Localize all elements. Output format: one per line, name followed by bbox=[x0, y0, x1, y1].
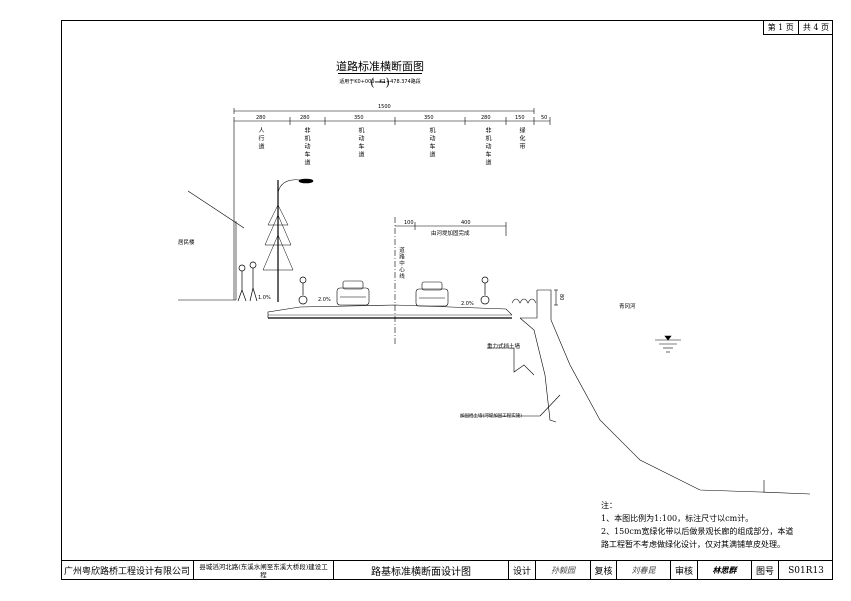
title-block: 广州粤欣路桥工程设计有限公司 县城滔河北路(东溪水闸至东溪大桥段)建设工程 路基… bbox=[61, 560, 833, 580]
lane-label-2: 非机动车道 bbox=[303, 127, 310, 167]
retaining-wall-label: 重力式挡土墙 bbox=[487, 344, 521, 350]
drawing-title: 道路标准横断面图(一) bbox=[336, 60, 424, 89]
note-2: 2、150cm宽绿化带以后做景观长廊的组成部分，本道路工程暂不考虑做绿化设计，仅… bbox=[601, 527, 794, 549]
retaining-wall-back bbox=[519, 317, 557, 423]
car-right bbox=[415, 281, 449, 307]
shrubs bbox=[511, 298, 537, 304]
embankment-label: 加固挡土墙(河堤加固工程实施) bbox=[460, 414, 523, 419]
building-roof bbox=[187, 190, 245, 229]
note-1: 1、本图比例为1:100，标注尺寸以cm计。 bbox=[601, 514, 754, 523]
page-info: 第 1 页 共 4 页 bbox=[762, 21, 833, 35]
street-lamp-arm bbox=[277, 179, 301, 193]
road-surface bbox=[267, 304, 513, 318]
review-signature: 刘春昆 bbox=[617, 561, 671, 580]
dim-seg-6: 150 bbox=[515, 115, 525, 121]
lane-label-4: 机动车道 bbox=[428, 127, 435, 159]
lane-label-5: 非机动车道 bbox=[484, 127, 491, 167]
lane-label-1: 人行道 bbox=[257, 127, 264, 151]
lane-label-3: 机动车道 bbox=[357, 127, 364, 159]
wall-top bbox=[520, 290, 538, 319]
cyclist-left bbox=[298, 276, 308, 305]
dim-seg-5: 280 bbox=[481, 115, 491, 121]
dim-seg-2: 280 bbox=[300, 115, 310, 121]
drawing-no-label: 图号 bbox=[752, 561, 779, 580]
audit-signature: 林思群 bbox=[698, 561, 752, 580]
audit-label: 审核 bbox=[671, 561, 698, 580]
river-label: 青冈河 bbox=[619, 304, 636, 310]
page-total: 共 4 页 bbox=[797, 21, 833, 35]
dim-seg-7: 50 bbox=[541, 115, 548, 121]
slope-mid: 2.0% bbox=[318, 297, 331, 303]
retaining-wall bbox=[513, 348, 535, 376]
dim-right-height: 80 bbox=[558, 294, 564, 301]
dim-100: 100 bbox=[404, 220, 414, 226]
drawing-subtitle: 适用于K0+000—K1+478.374路段 bbox=[339, 79, 421, 85]
dim-seg-4: 350 bbox=[424, 115, 434, 121]
drawing-name: 路基标准横断面设计图 bbox=[334, 561, 509, 580]
project-name: 县城滔河北路(东溪水闸至东溪大桥段)建设工程 bbox=[194, 561, 334, 580]
tree bbox=[262, 204, 294, 271]
dim-total: 1500 bbox=[378, 104, 391, 110]
car-left bbox=[336, 280, 370, 306]
slope-right: 2.0% bbox=[461, 301, 474, 307]
river-embankment bbox=[537, 289, 811, 495]
centerline-label: 道路中心线 bbox=[398, 247, 404, 280]
company-name: 广州粤欣路桥工程设计有限公司 bbox=[61, 561, 194, 580]
cyclist-right bbox=[480, 276, 490, 305]
notes: 注： 1、本图比例为1:100，标注尺寸以cm计。 2、150cm宽绿化带以后做… bbox=[601, 499, 801, 551]
review-label: 复核 bbox=[591, 561, 617, 580]
design-signature: 孙毅园 bbox=[536, 561, 591, 580]
drawing-no: S01R13 bbox=[788, 565, 824, 576]
dim-seg-3: 350 bbox=[354, 115, 364, 121]
title-underline bbox=[338, 73, 422, 74]
lane-label-6: 绿化带 bbox=[518, 127, 525, 151]
drawing-frame bbox=[61, 20, 833, 580]
pedestrians bbox=[237, 261, 258, 302]
design-label: 设计 bbox=[509, 561, 536, 580]
building-label: 居民楼 bbox=[178, 240, 195, 246]
widen-note: 由河堤加固完成 bbox=[431, 231, 470, 237]
dim-400: 400 bbox=[461, 220, 471, 226]
dim-seg-1: 280 bbox=[256, 115, 266, 121]
page-number: 第 1 页 bbox=[762, 21, 798, 35]
slope-left: 1.0% bbox=[258, 295, 271, 301]
notes-heading: 注： bbox=[601, 501, 617, 510]
